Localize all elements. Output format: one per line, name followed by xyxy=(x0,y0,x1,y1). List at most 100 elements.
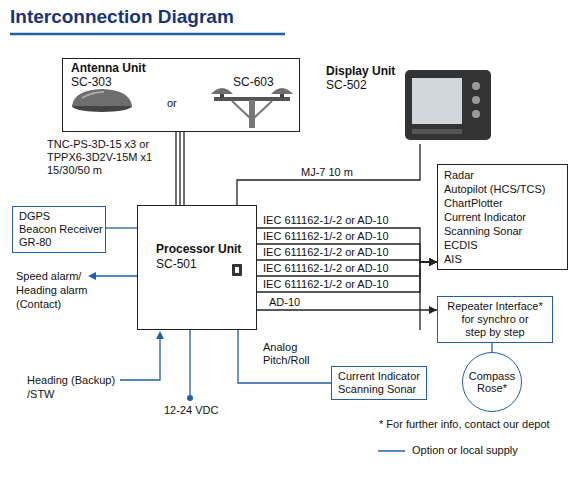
cable-line xyxy=(175,132,176,205)
node-text: Autopilot (HCS/TCS) xyxy=(444,182,561,196)
antenna-stem xyxy=(220,94,224,98)
display-unit: Display UnitSC-502 xyxy=(326,64,494,144)
node-text: for synchro or xyxy=(444,313,546,326)
node-text: SC-502 xyxy=(326,78,367,92)
display-button xyxy=(472,110,480,118)
node-text: Processor Unit xyxy=(156,242,241,256)
arrowhead xyxy=(429,306,437,314)
repeater-box: Repeater Interface*for synchro orstep by… xyxy=(437,296,553,343)
node-text: or xyxy=(167,97,177,110)
antenna-brace xyxy=(232,101,250,118)
connector xyxy=(237,144,420,205)
node-text: ECDIS xyxy=(444,238,561,252)
node-text: Display Unit xyxy=(326,64,395,78)
wire xyxy=(94,275,137,276)
node-text: Scanning Sonar xyxy=(444,224,561,238)
cable-line xyxy=(179,132,180,205)
cable-line xyxy=(183,132,184,205)
wire xyxy=(189,330,190,398)
switch-body xyxy=(232,264,242,276)
connector xyxy=(257,258,437,276)
node-text: step by step xyxy=(444,326,546,339)
wire xyxy=(257,262,437,276)
wire xyxy=(257,262,437,292)
wire xyxy=(257,228,437,262)
antenna-highlight xyxy=(82,92,104,98)
alarm-label: Speed alarm/ xyxy=(15,270,82,283)
edge-label: MJ-7 10 m xyxy=(300,166,354,179)
power-label: 12-24 VDC xyxy=(163,404,219,417)
alarm-label: (Contact) xyxy=(15,298,62,311)
display-button xyxy=(472,82,480,90)
node-text: SC-303 xyxy=(71,75,112,89)
antenna-stem xyxy=(280,94,284,98)
wire xyxy=(106,227,137,228)
node-text: GR-80 xyxy=(19,236,99,249)
wire xyxy=(120,337,160,380)
node-text: Repeater Interface* xyxy=(444,300,546,313)
edge-label: IEC 611162-1/-2 or AD-10 xyxy=(262,230,390,243)
sensor-box: Current IndicatorScanning Sonar xyxy=(331,366,427,400)
wire xyxy=(237,144,420,205)
edge-label: IEC 611162-1/-2 or AD-10 xyxy=(262,246,390,259)
antenna-dome xyxy=(271,88,293,94)
footnote: * For further info, contact our depot xyxy=(378,418,551,431)
antenna-unit-box: Antenna UnitSC-303 or SC-603 xyxy=(62,58,300,132)
antenna-mast xyxy=(249,100,255,128)
edge-label: TNC-PS-3D-15 x3 or TPPX6-3D2V-15M x1 15/… xyxy=(46,138,170,177)
edge-label: Analog Pitch/Roll xyxy=(262,341,324,367)
legend-text: Option or local supply xyxy=(411,444,519,457)
twin-antenna xyxy=(211,88,293,128)
connector xyxy=(176,132,184,205)
node-text: ChartPlotter xyxy=(444,196,561,210)
display-illustration xyxy=(405,70,491,140)
connector xyxy=(492,343,493,352)
equipment-list-box: RadarAutopilot (HCS/TCS)ChartPlotterCurr… xyxy=(437,164,568,270)
connector xyxy=(238,330,331,383)
antenna-dome xyxy=(211,88,233,94)
node-text: Current Indicator xyxy=(338,370,420,383)
wire xyxy=(257,244,437,262)
node-text: Antenna Unit xyxy=(71,61,146,75)
compass-circle: Compass Rose* xyxy=(462,352,522,412)
wire xyxy=(238,330,331,383)
antenna-dome xyxy=(72,89,132,106)
node-text: Current Indicator xyxy=(444,210,561,224)
display-button xyxy=(472,96,480,104)
alarm-label: Heading alarm xyxy=(15,284,89,297)
input-label: Heading (Backup) xyxy=(26,374,116,387)
node-text: SC-603 xyxy=(233,75,274,89)
node-text: Beacon Receiver xyxy=(19,223,99,236)
node-text: Compass Rose* xyxy=(466,370,518,394)
display-frame xyxy=(405,70,491,140)
dgps-box: DGPSBeacon ReceiverGR-80 xyxy=(12,206,106,253)
edge-label: IEC 611162-1/-2 or AD-10 xyxy=(262,278,390,291)
node-text: Radar xyxy=(444,168,561,182)
arrowhead xyxy=(429,258,437,266)
arrowhead xyxy=(429,258,437,266)
arrowhead xyxy=(88,272,96,280)
edge-label: AD-10 xyxy=(268,296,301,309)
legend-sample xyxy=(378,450,405,452)
title-underline xyxy=(10,33,285,36)
node-text: AIS xyxy=(444,252,561,266)
arrowhead xyxy=(429,258,437,266)
dome-antenna xyxy=(72,89,132,112)
display-screen xyxy=(412,78,462,124)
switch-icon xyxy=(232,264,242,276)
arrowhead xyxy=(156,331,164,339)
terminal-dot xyxy=(187,395,193,401)
edge-label: IEC 611162-1/-2 or AD-10 xyxy=(262,262,390,275)
heading-backup-wire xyxy=(120,331,164,380)
speed-alarm-wire xyxy=(88,272,137,280)
edge-label: IEC 611162-1/-2 or AD-10 xyxy=(262,214,390,227)
node-text: DGPS xyxy=(19,210,99,223)
arrowhead xyxy=(429,258,437,266)
connector xyxy=(106,228,137,229)
diagram-title: Interconnection Diagram xyxy=(10,6,234,28)
wire xyxy=(257,309,437,310)
switch-lever xyxy=(235,267,239,273)
arrowhead xyxy=(429,258,437,266)
processor-unit-box: Processor UnitSC-501 xyxy=(137,205,257,330)
